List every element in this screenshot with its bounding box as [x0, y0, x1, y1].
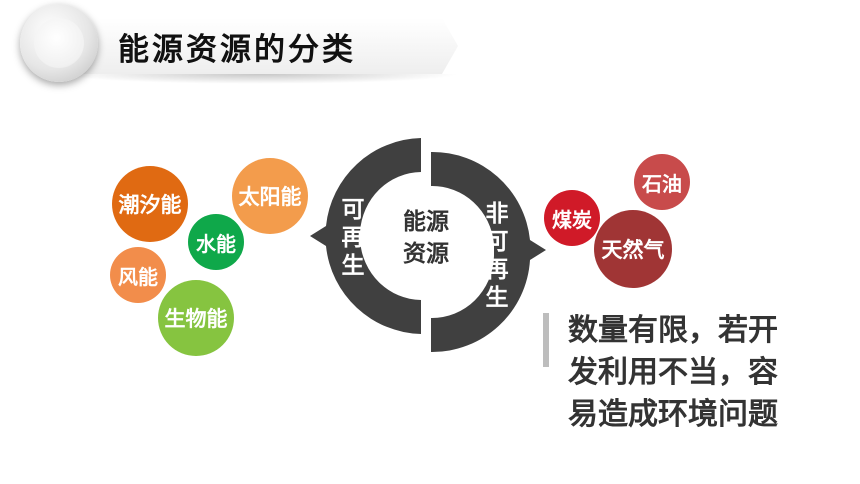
bubble-solar-label: 太阳能	[238, 185, 302, 209]
nonrenewable-label-char-2: 可	[485, 229, 509, 255]
bubble-tidal-label: 潮汐能	[118, 193, 182, 217]
callout-accent-bar	[543, 313, 549, 367]
renewable-label: 可 再 生	[338, 196, 368, 280]
nonrenewable-label-char-3: 再	[485, 257, 509, 283]
bubble-hydro: 水能	[188, 214, 244, 270]
nonrenewable-label-char-1: 非	[485, 201, 509, 227]
center-label-line1: 能源	[403, 209, 449, 235]
bubble-natural-gas-label: 天然气	[601, 238, 665, 262]
callout-text: 数量有限，若开 发利用不当，容 易造成环境问题	[568, 310, 838, 436]
renewable-label-char-3: 生	[341, 253, 365, 279]
center-label-line2: 资源	[403, 241, 449, 267]
banner-bar	[58, 18, 458, 74]
bubble-tidal: 潮汐能	[112, 166, 188, 242]
callout-line-3: 易造成环境问题	[568, 397, 778, 432]
bubble-coal-label: 煤炭	[552, 207, 592, 232]
energy-cycle-diagram	[310, 138, 546, 353]
bubble-hydro-label: 水能	[196, 231, 236, 256]
nonrenewable-label-char-4: 生	[485, 285, 509, 311]
left-ring	[310, 138, 421, 334]
renewable-label-char-1: 可	[341, 197, 365, 223]
bubble-wind-label: 风能	[118, 264, 158, 289]
bubble-oil: 石油	[634, 154, 690, 210]
page-title: 能源资源的分类	[118, 32, 356, 68]
bubble-oil-label: 石油	[642, 171, 682, 196]
banner-circle-icon	[20, 4, 98, 82]
callout-line-1: 数量有限，若开	[568, 313, 778, 348]
callout-line-2: 发利用不当，容	[568, 355, 778, 390]
center-label: 能源 资源	[391, 206, 461, 270]
right-ring	[431, 151, 546, 353]
bubble-coal: 煤炭	[544, 190, 600, 246]
bubble-biomass: 生物能	[158, 280, 234, 356]
bubble-solar: 太阳能	[232, 158, 308, 234]
renewable-label-char-2: 再	[341, 225, 365, 251]
banner-shadow	[60, 74, 460, 84]
title-banner: 能源资源的分类	[20, 4, 460, 84]
bubble-wind: 风能	[110, 247, 166, 303]
bubble-biomass-label: 生物能	[164, 307, 228, 331]
bubble-natural-gas: 天然气	[594, 210, 672, 288]
nonrenewable-label: 非 可 再 生	[482, 200, 512, 312]
